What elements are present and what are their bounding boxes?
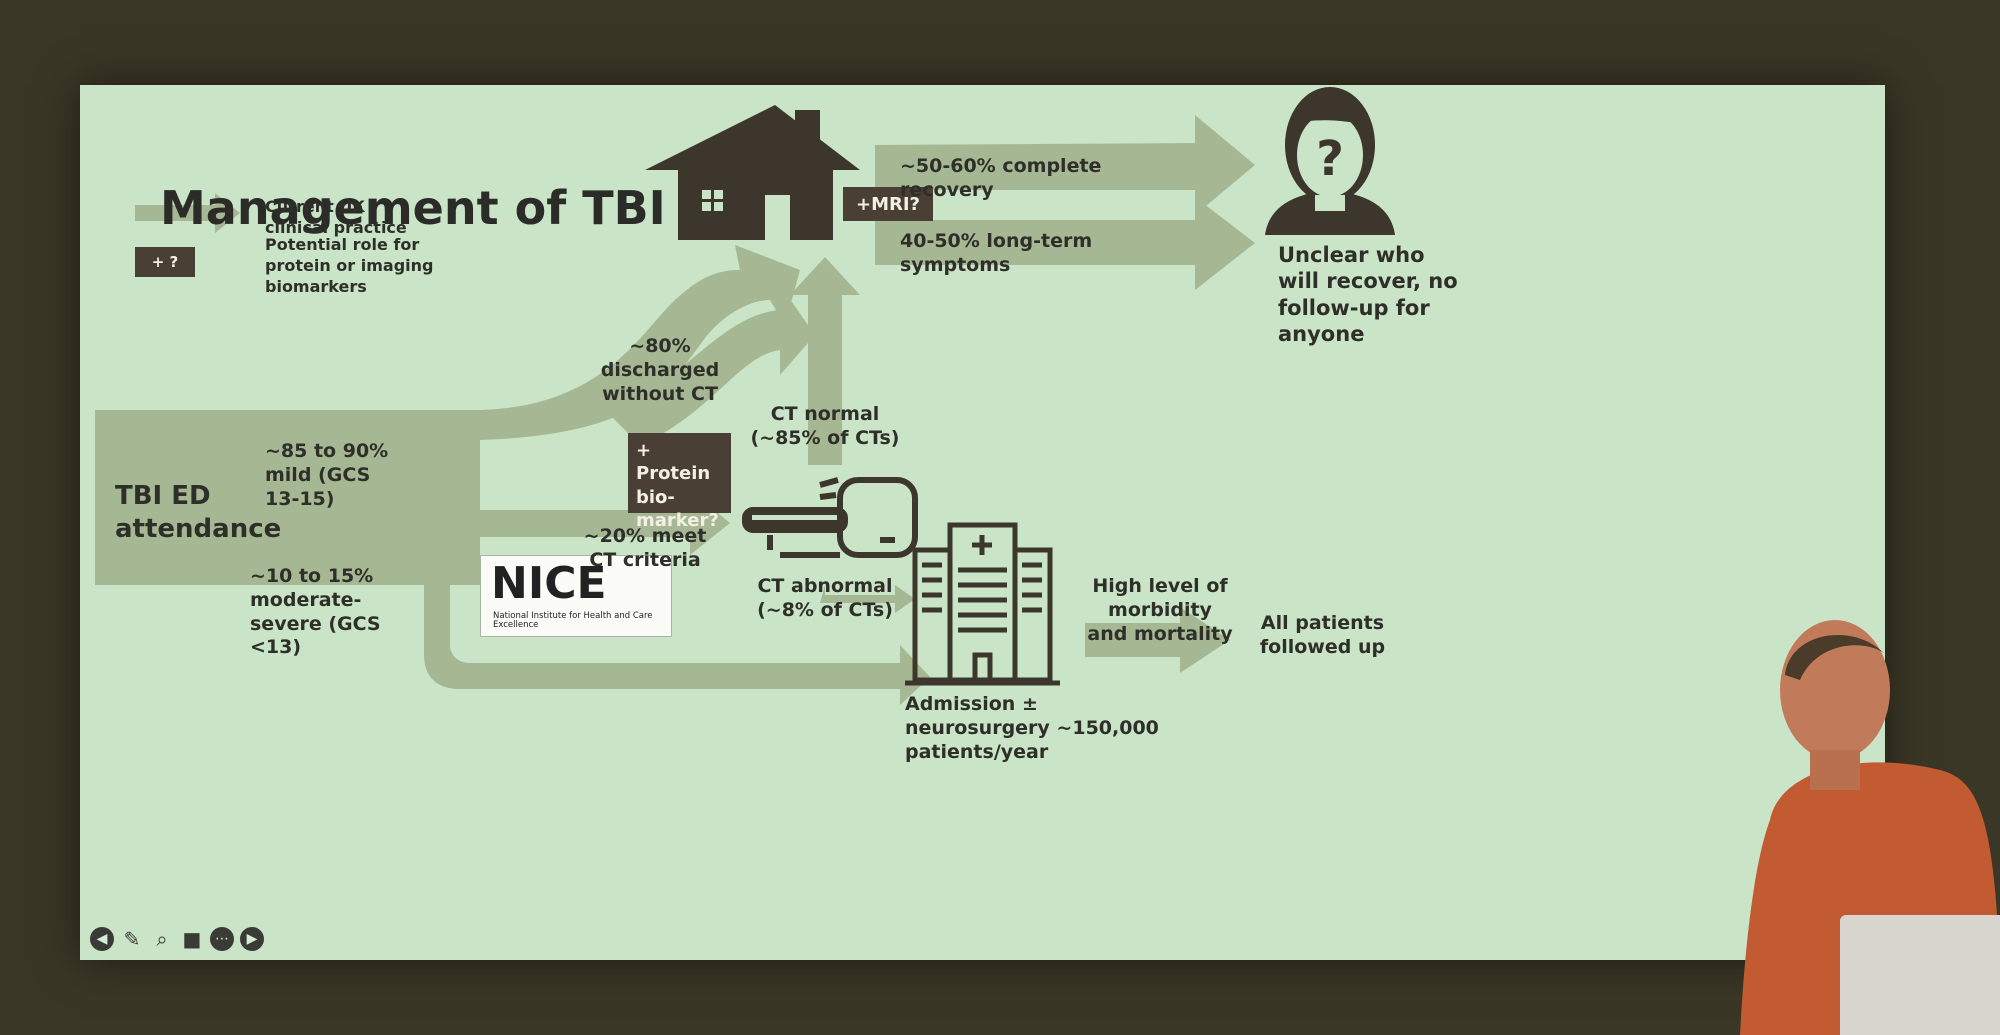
ct-abnormal-label: CT abnormal (~8% of CTs): [757, 575, 893, 621]
svg-text:?: ?: [1316, 131, 1344, 187]
legend-current-practice: Current UK clinical practice: [265, 197, 407, 237]
ct-criteria-arrow: [480, 490, 730, 555]
symptoms-arrow: [875, 197, 1255, 290]
unclear-label: Unclear who will recover, no follow-up f…: [1278, 243, 1458, 346]
ed-attendance-label: TBI ED attendance: [115, 481, 282, 544]
recovery-label: ~50-60% complete recovery: [900, 155, 1102, 201]
protein-biomarker-box: + Protein bio-marker?: [628, 433, 731, 531]
moderate-severe-arrow: [260, 540, 930, 705]
house-icon: [645, 105, 860, 240]
followed-up-label: All patients followed up: [1259, 612, 1386, 658]
ct-abnormal-arrow: [820, 585, 915, 613]
previous-icon[interactable]: ◀: [90, 927, 114, 951]
ct-normal-label: CT normal (~85% of CTs): [750, 403, 900, 449]
next-icon[interactable]: ▶: [240, 927, 264, 951]
projected-slide: ?: [80, 85, 1885, 960]
flow-diagram: ?: [95, 87, 1395, 705]
morbidity-arrow: [1085, 607, 1230, 673]
morbidity-label: High level of morbidity and mortality: [1087, 575, 1233, 645]
ct-criteria-label: ~20% meet CT criteria: [583, 525, 707, 571]
recovery-arrow: [875, 115, 1255, 215]
nice-subtitle: National Institute for Health and Care E…: [493, 611, 653, 631]
more-icon[interactable]: ⋯: [210, 927, 234, 951]
zoom-icon[interactable]: ⌕: [156, 927, 168, 951]
legend-biomarker-text: Potential role for protein or imaging bi…: [265, 235, 434, 296]
legend-arrow: [135, 193, 240, 233]
discharge-arrow: [480, 245, 800, 440]
admission-label: Admission ± neurosurgery ~150,000 patien…: [905, 693, 1159, 763]
moderate-severe-label: ~10 to 15% moderate-severe (GCS <13): [250, 565, 381, 659]
camera-icon[interactable]: ■: [182, 927, 202, 951]
discharged-label: ~80% discharged without CT: [600, 335, 720, 405]
person-question-icon: ?: [1265, 87, 1395, 235]
symptoms-label: 40-50% long-term symptoms: [900, 230, 1093, 276]
slide-title: Management of TBI: [160, 181, 666, 235]
pen-icon[interactable]: ✎: [123, 927, 141, 951]
legend-biomarker-box: + ?: [135, 247, 195, 277]
ct-normal-arrow: [790, 257, 860, 465]
nice-logo: NICE National Institute for Health and C…: [480, 555, 672, 637]
slide-toolbar: ◀ ✎ ⌕ ■ ⋯ ▶: [90, 925, 264, 953]
nice-word: NICE: [491, 558, 607, 609]
mild-label: ~85 to 90% mild (GCS 13-15): [265, 440, 389, 510]
ct-scanner-icon: [742, 477, 918, 558]
laptop: [1840, 915, 2000, 1035]
hospital-icon: [905, 522, 1060, 686]
mri-box: +MRI?: [843, 187, 933, 221]
